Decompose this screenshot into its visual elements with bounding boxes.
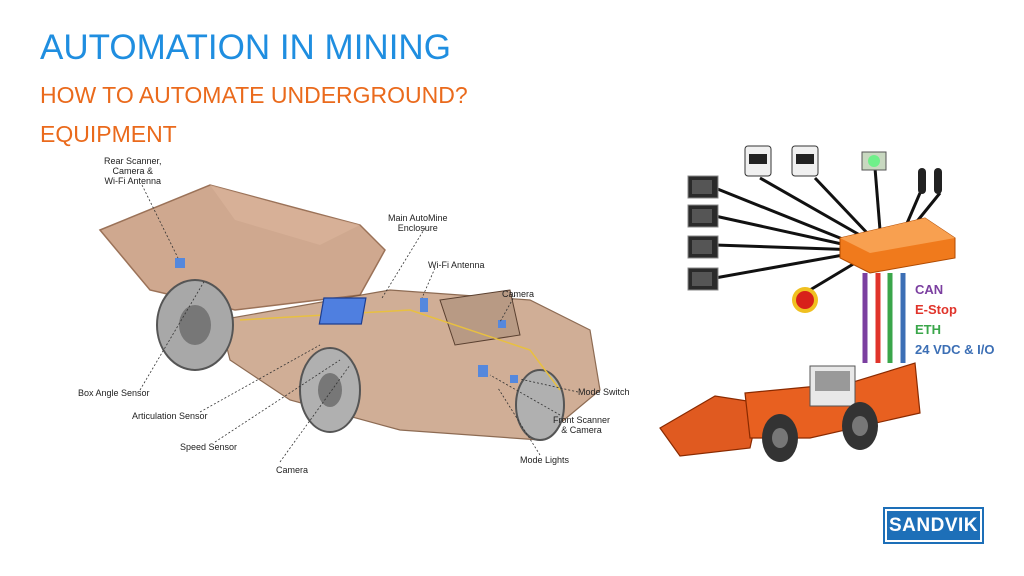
e-stop-button bbox=[792, 287, 818, 313]
mode-light bbox=[861, 151, 887, 171]
label-box-angle-sensor: Box Angle Sensor bbox=[78, 388, 150, 398]
mode-switch-unit bbox=[510, 375, 518, 383]
label-front-scanner: Front Scanner & Camera bbox=[553, 415, 611, 435]
truck-cab bbox=[439, 289, 521, 346]
label-mode-switch: Mode Switch bbox=[578, 387, 630, 397]
haul-truck-diagram bbox=[98, 184, 601, 463]
page-subtitle-equipment: EQUIPMENT bbox=[40, 121, 177, 147]
label-articulation-sensor: Articulation Sensor bbox=[132, 411, 208, 421]
wifi-antenna-unit bbox=[420, 298, 428, 312]
legend-eth: ETH bbox=[915, 322, 941, 337]
logo-text: SANDVIK bbox=[887, 511, 980, 540]
legend-can: CAN bbox=[915, 282, 944, 297]
page-subtitle: HOW TO AUTOMATE UNDERGROUND? bbox=[40, 82, 468, 108]
bus-legend: CAN E-Stop ETH 24 VDC & I/O bbox=[915, 280, 994, 360]
label-main-enclosure: Main AutoMine Enclosure bbox=[388, 213, 448, 233]
sandvik-logo: SANDVIK bbox=[883, 507, 984, 544]
label-mode-lights: Mode Lights bbox=[520, 455, 570, 465]
antennas bbox=[918, 168, 942, 194]
automine-enclosure bbox=[318, 297, 367, 325]
label-rear-scanner: Rear Scanner, Camera & Wi-Fi Antenna bbox=[104, 156, 162, 186]
page-title: AUTOMATION IN MINING bbox=[40, 28, 451, 67]
front-scanner-unit bbox=[478, 365, 488, 377]
underground-loader bbox=[659, 362, 921, 462]
rear-scanner bbox=[175, 258, 185, 268]
legend-power: 24 VDC & I/O bbox=[915, 342, 995, 357]
legend-estop: E-Stop bbox=[915, 302, 957, 317]
label-wifi-antenna: Wi-Fi Antenna bbox=[428, 260, 485, 270]
laser-scanners bbox=[744, 145, 819, 177]
front-wheel bbox=[515, 369, 565, 441]
label-camera-bottom: Camera bbox=[276, 465, 309, 475]
label-speed-sensor: Speed Sensor bbox=[180, 442, 238, 452]
loader-wiring-diagram bbox=[659, 145, 956, 462]
camera-top-unit bbox=[498, 320, 506, 328]
camera-stack bbox=[687, 175, 719, 291]
label-camera-top: Camera bbox=[502, 289, 535, 299]
